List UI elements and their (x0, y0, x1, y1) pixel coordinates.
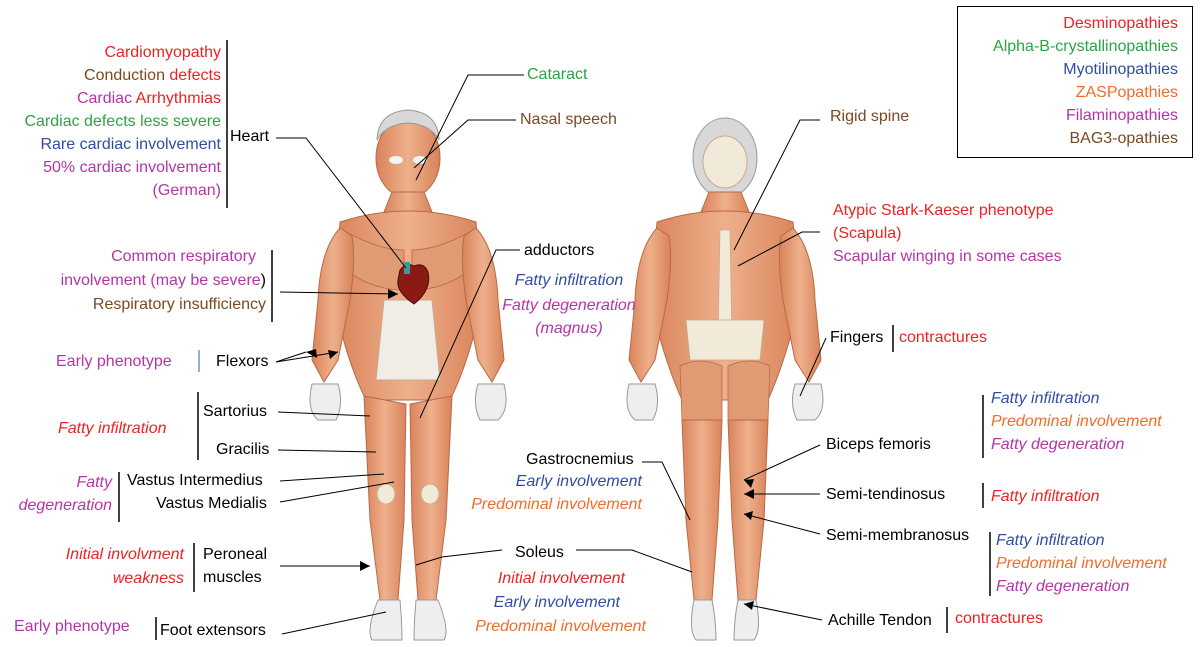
label-heart: Heart (230, 126, 269, 148)
legend-box: Desminopathies Alpha-B-crystallinopathie… (957, 6, 1193, 158)
label-peroneal-1: Peroneal (203, 544, 267, 566)
label-sartorius: Sartorius (203, 401, 267, 423)
heart-note-german: (German) (153, 180, 221, 202)
label-nasal-speech: Nasal speech (520, 109, 617, 131)
heart-note-less-severe: Cardiac defects less severe (24, 111, 221, 133)
heart-note-cardiomyopathy: Cardiomyopathy (105, 42, 222, 64)
heart-note-rare: Rare cardiac involvement (40, 134, 221, 156)
label-biceps-femoris: Biceps femoris (826, 434, 931, 456)
resp-line3: Respiratory insufficiency (93, 294, 266, 316)
legend-item-bag3: BAG3-opathies (1069, 128, 1178, 150)
label-vastus-medialis: Vastus Medialis (156, 493, 267, 515)
achille-note: contractures (955, 608, 1043, 630)
label-flexors: Flexors (216, 351, 268, 373)
semi-memb-note3: Fatty degeneration (996, 576, 1129, 598)
gastro-note2: Predominal involvement (471, 494, 642, 516)
vastus-note1: Fatty (76, 472, 112, 494)
semi-tend-note: Fatty infiltration (991, 486, 1099, 508)
semi-memb-note2: Predominal involvement (996, 553, 1167, 575)
resp-line2b: ) (261, 272, 266, 289)
label-achille-tendon: Achille Tendon (828, 610, 932, 632)
biceps-note1: Fatty infiltration (991, 388, 1099, 410)
label-foot-extensors: Foot extensors (160, 620, 266, 642)
back-body-figure (627, 118, 823, 640)
heart-note-arrhythmias: Cardiac Arrhythmias (77, 88, 221, 110)
legend-item-myotilin: Myotilinopathies (1063, 59, 1178, 81)
legend-item-filamin: Filaminopathies (1066, 105, 1178, 127)
flexors-note: Early phenotype (56, 351, 172, 373)
heart-note-arrhythmias-b: Arrhythmias (136, 90, 221, 107)
label-adductors: adductors (524, 240, 594, 262)
label-gastrocnemius: Gastrocnemius (526, 449, 634, 471)
foot-ext-note: Early phenotype (14, 616, 130, 638)
soleus-note2: Early involvement (494, 592, 620, 614)
adductors-note3: (magnus) (484, 318, 654, 340)
heart-note-conduction-a: Conduction (84, 67, 169, 84)
biceps-note2: Predominal involvement (991, 411, 1162, 433)
label-peroneal-2: muscles (203, 567, 262, 589)
heart-note-conduction: Conduction defects (84, 65, 221, 87)
label-gracilis: Gracilis (216, 439, 269, 461)
label-cataract: Cataract (527, 64, 587, 86)
resp-line2a: involvement (may be severe (61, 272, 261, 289)
resp-line1: Common respiratory (111, 246, 256, 268)
heart-note-50pct: 50% cardiac involvement (43, 157, 221, 179)
legend-item-zasp: ZASPopathies (1076, 82, 1178, 104)
fingers-note: contractures (899, 327, 987, 349)
adductors-note2: Fatty degeneration (484, 295, 654, 317)
gastro-note1: Early involvement (516, 471, 642, 493)
soleus-note3: Predominal involvement (475, 616, 646, 638)
peroneal-note2: weakness (113, 568, 184, 590)
label-rigid-spine: Rigid spine (830, 106, 909, 128)
label-vastus-intermedius: Vastus Intermedius (127, 470, 263, 492)
label-soleus: Soleus (515, 542, 564, 564)
resp-line2: involvement (may be severe) (61, 270, 266, 292)
scapula-line3: Scapular winging in some cases (833, 246, 1062, 268)
biceps-note3: Fatty degeneration (991, 434, 1124, 456)
soleus-note1: Initial involvement (498, 568, 625, 590)
heart-note-conduction-b: defects (169, 67, 221, 84)
heart-note-arrhythmias-a: Cardiac (77, 90, 136, 107)
legend-item-desmin: Desminopathies (1063, 13, 1178, 35)
semi-memb-note1: Fatty infiltration (996, 530, 1104, 552)
peroneal-note1: Initial involvment (66, 544, 184, 566)
label-semi-membranosus: Semi-membranosus (826, 525, 969, 547)
label-fingers: Fingers (830, 327, 883, 349)
vastus-note2: degeneration (19, 495, 112, 517)
legend-item-alpha: Alpha-B-crystallinopathies (993, 36, 1178, 58)
scapula-line1: Atypic Stark-Kaeser phenotype (833, 200, 1054, 222)
sartorius-note: Fatty infiltration (58, 418, 166, 440)
front-body-figure (310, 110, 506, 640)
scapula-line2: (Scapula) (833, 223, 901, 245)
adductors-note1: Fatty infiltration (484, 270, 654, 292)
label-semi-tendinosus: Semi-tendinosus (826, 484, 945, 506)
